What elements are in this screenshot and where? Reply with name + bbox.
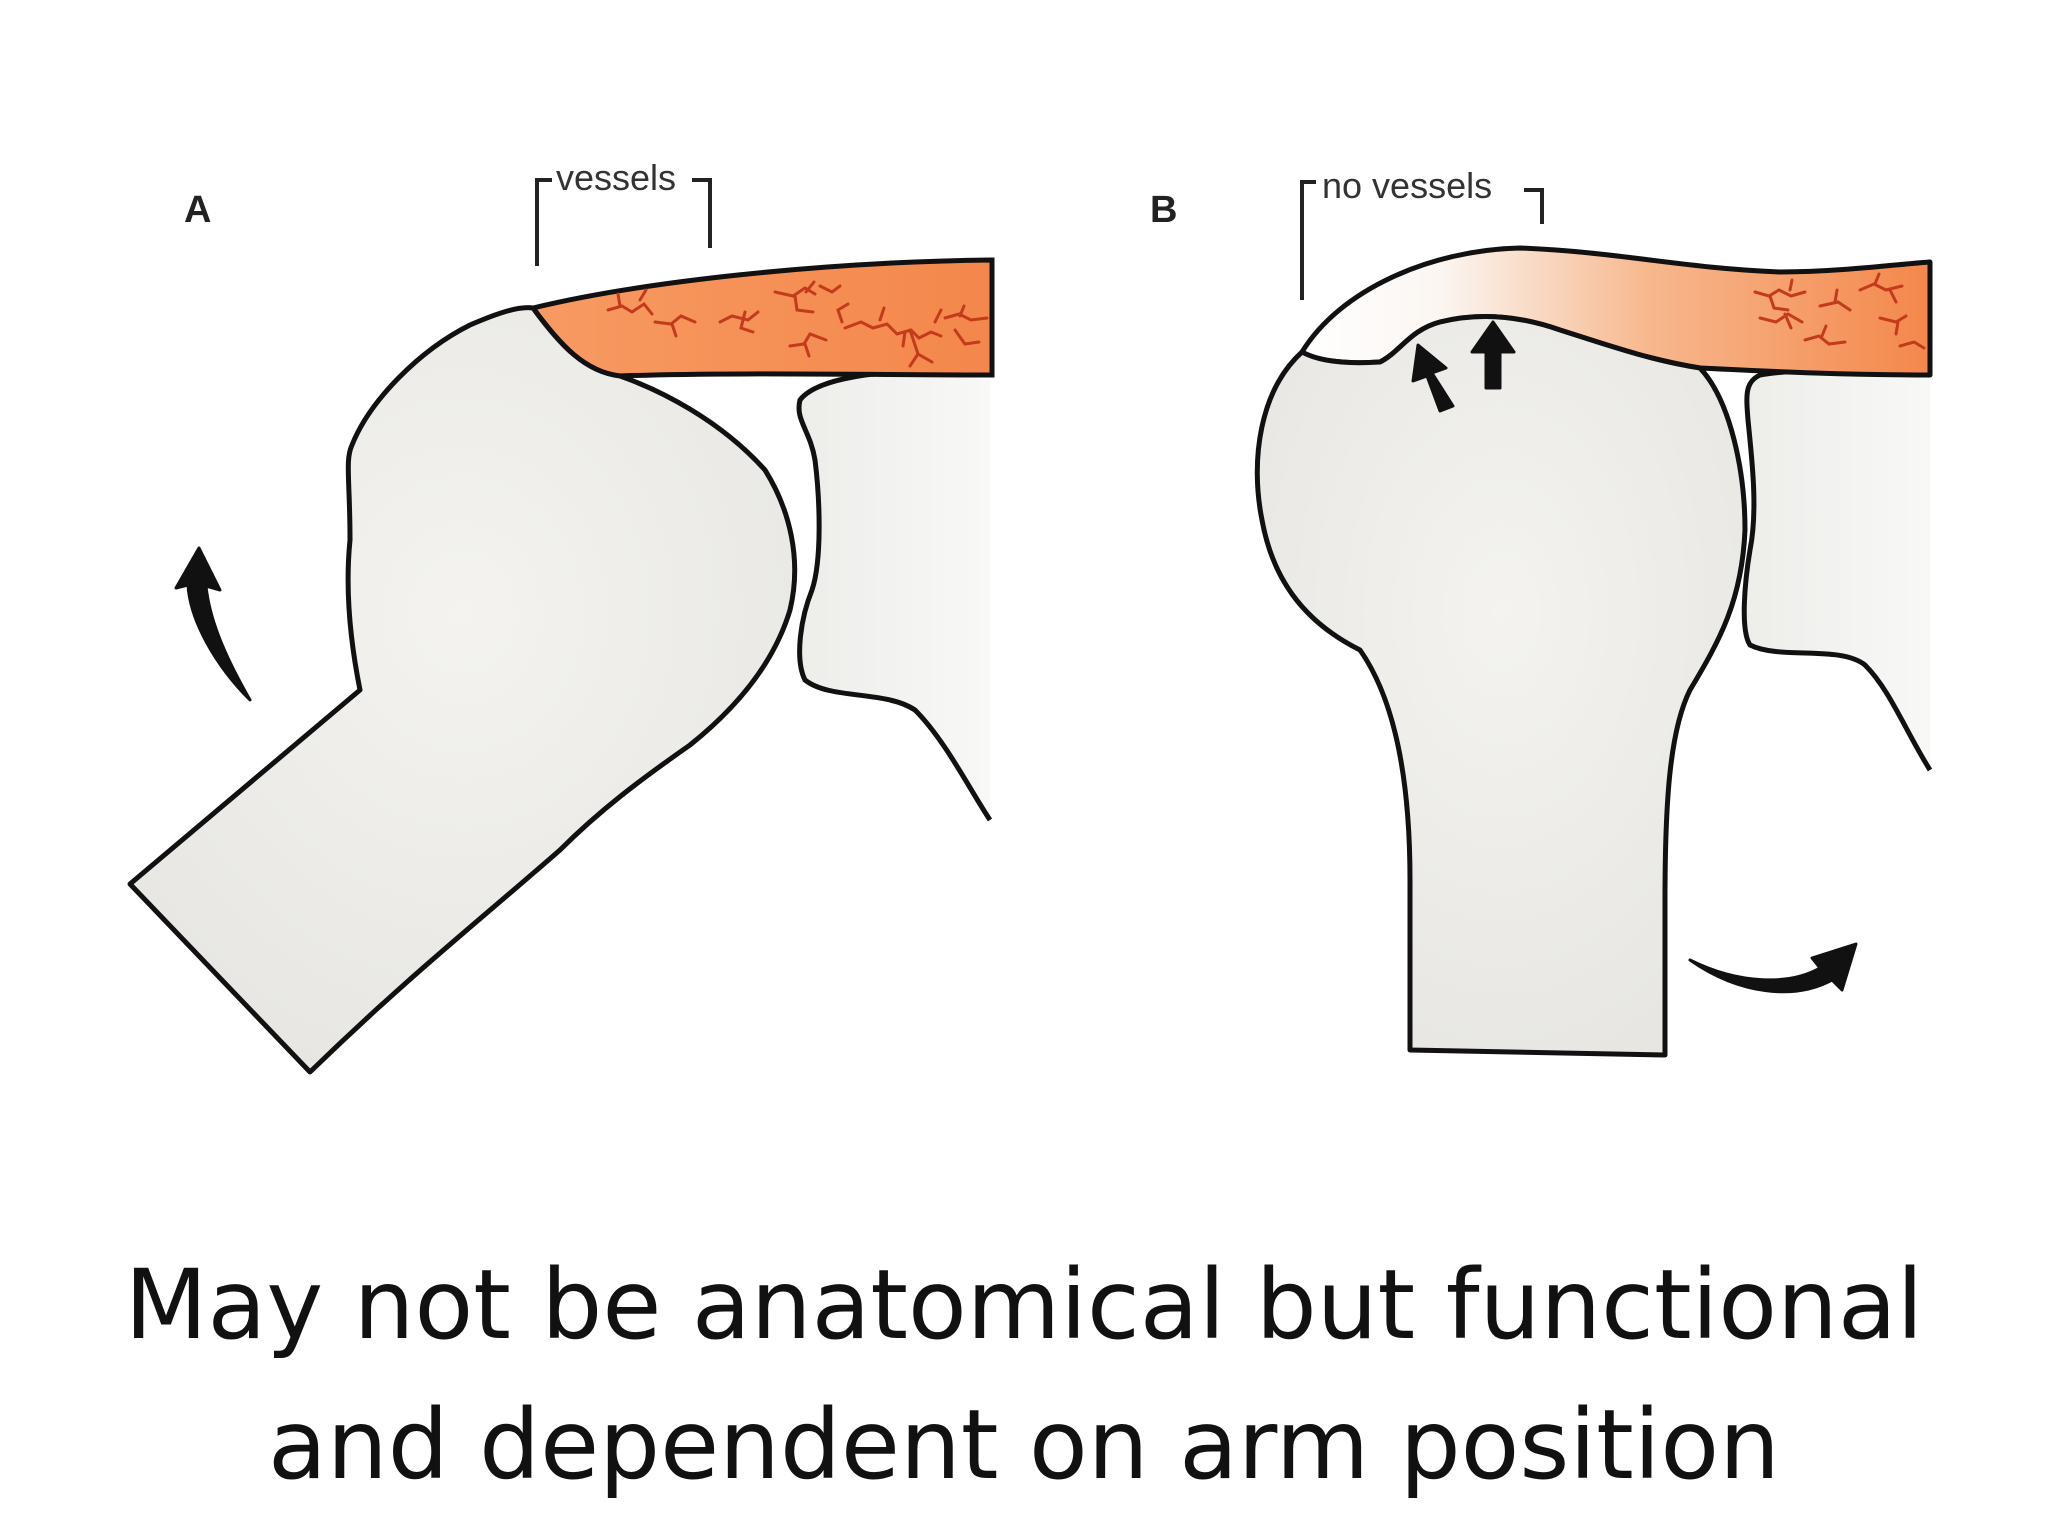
caption: May not be anatomical but functional and… [0, 1235, 2048, 1515]
panel-a-vessels [606, 280, 989, 368]
panel-b-rotation-arrow-icon [1688, 942, 1858, 994]
panel-b-label: B [1150, 189, 1177, 231]
panel-b-vessels [1753, 272, 1926, 350]
caption-line-2: and dependent on arm position [268, 1389, 1780, 1501]
panel-b: B no vessels [1150, 165, 1933, 1058]
panel-b-bracket-label: no vessels [1322, 165, 1492, 206]
panel-b-humerus [1254, 314, 1748, 1058]
panel-b-scapula [1744, 370, 1930, 770]
panel-a-scapula [798, 374, 990, 820]
panel-b-compression-arrow-right-icon [1470, 320, 1516, 390]
panel-a-label: A [184, 189, 211, 231]
panel-b-compression-arrow-left-icon [1411, 343, 1455, 413]
caption-line-1: May not be anatomical but functional [124, 1249, 1924, 1361]
panel-b-no-vessels-bracket: no vessels [1300, 165, 1544, 300]
panel-a-humerus [127, 305, 798, 1075]
panel-a-vessels-bracket: vessels [535, 157, 712, 266]
panel-a-bracket-label: vessels [556, 157, 676, 198]
panel-a: A vessels [127, 157, 995, 1075]
panel-a-rotation-arrow-icon [174, 546, 252, 702]
